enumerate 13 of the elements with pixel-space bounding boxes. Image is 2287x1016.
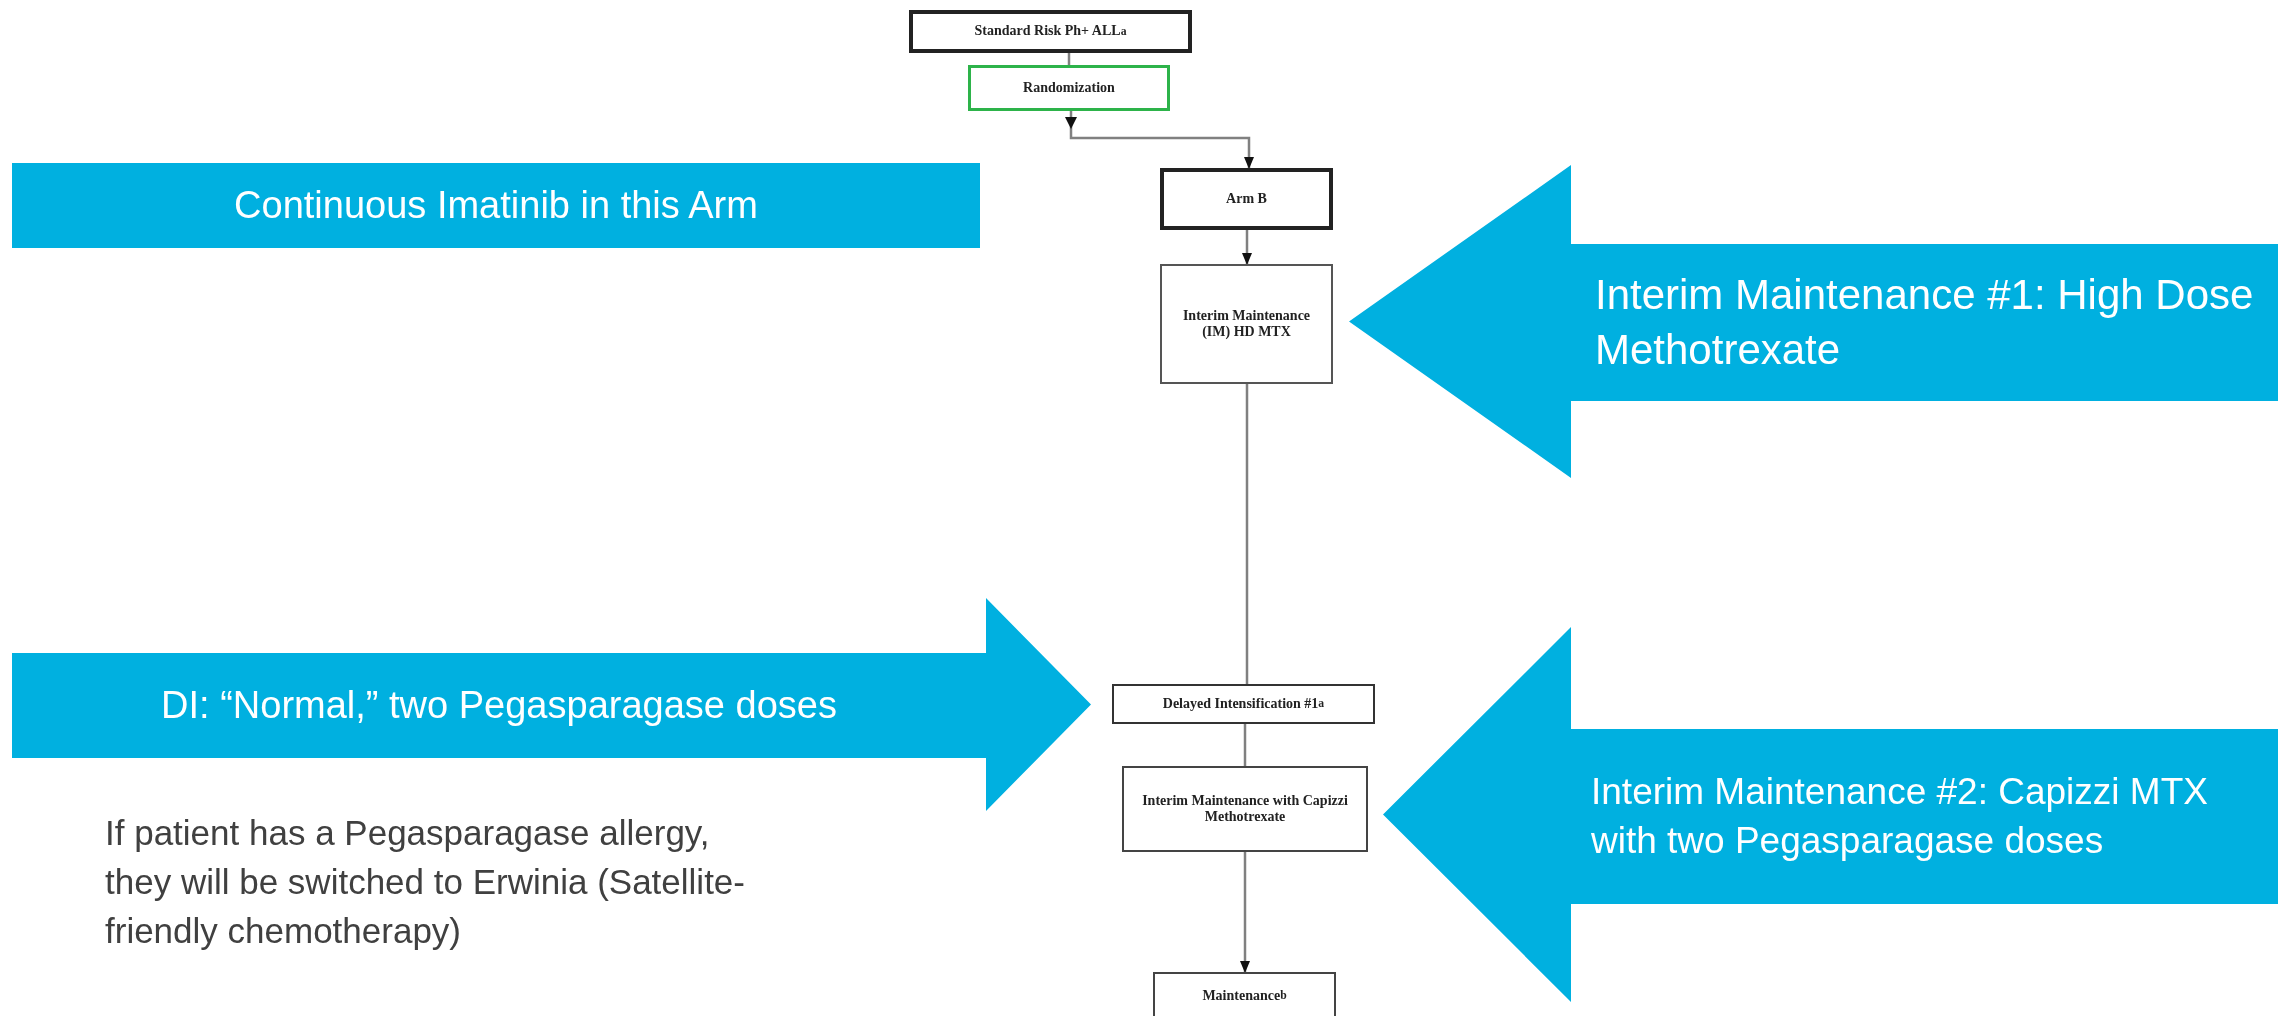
callout-arrow (12, 598, 1091, 811)
process-box: Interim Maintenance (IM) HD MTX (1160, 264, 1333, 384)
callout-arrow (1349, 165, 2278, 478)
callout-text: DI: “Normal,” two Pegasparagase doses (160, 682, 838, 728)
note-text: If patient has a Pegasparagase allergy, they will be switched to Erwinia (Satellite-friendly chemotherapy) (105, 812, 745, 952)
callout-text: Interim Maintenance #1: High Dose Methotrexate (1595, 269, 2255, 375)
callout-text: Continuous Imatinib in this Arm (233, 182, 759, 228)
callout-text: Interim Maintenance #2: Capizzi MTX with two Pegasparagase doses (1591, 770, 2209, 863)
process-box: Interim Maintenance with Capizzi Methotrexate (1122, 766, 1368, 852)
process-box: Randomization (968, 65, 1170, 111)
process-box: Arm B (1160, 168, 1333, 230)
callout-arrow (1383, 627, 2278, 1002)
callout-banner (12, 163, 980, 248)
